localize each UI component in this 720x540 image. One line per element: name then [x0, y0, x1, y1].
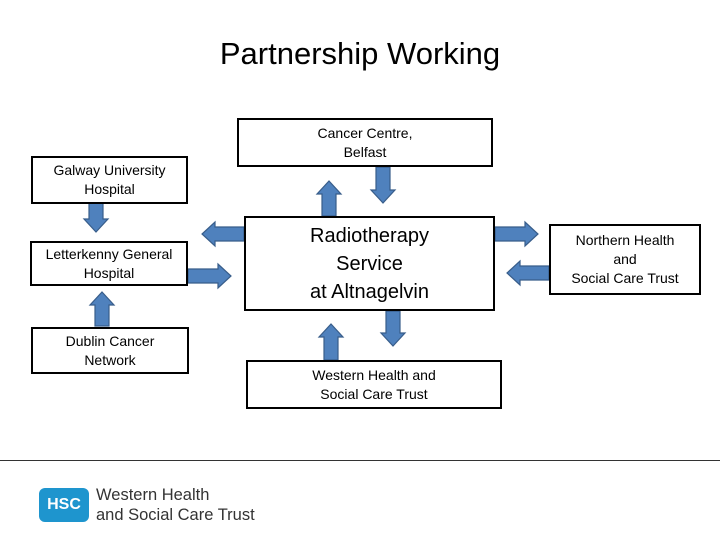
arrow-letterkenny-to-center	[187, 262, 232, 290]
arrow-cancer-centre-to-center	[369, 166, 397, 204]
node-radiotherapy-service: Radiotherapy Service at Altnagelvin	[244, 216, 495, 311]
arrow-center-to-cancer-centre	[315, 180, 343, 217]
arrow-northern-to-center	[506, 259, 550, 287]
arrow-center-to-western	[379, 310, 407, 347]
arrow-center-to-letterkenny-side	[201, 220, 245, 248]
node-western-health-trust: Western Health and Social Care Trust	[246, 360, 502, 409]
slide-title: Partnership Working	[219, 36, 501, 71]
connector-arrows	[82, 166, 550, 361]
hsc-logo-text: HSC	[47, 496, 81, 513]
hsc-logo: HSC	[39, 488, 89, 522]
arrow-center-to-northern	[494, 220, 539, 248]
node-cancer-centre-belfast: Cancer Centre, Belfast	[237, 118, 493, 167]
node-dublin-cancer-network: Dublin Cancer Network	[31, 327, 189, 374]
node-letterkenny-general-hospital: Letterkenny General Hospital	[30, 241, 188, 286]
arrow-western-to-center	[317, 323, 345, 361]
arrow-dublin-to-letterkenny	[88, 291, 116, 327]
node-northern-health-trust: Northern Health and Social Care Trust	[549, 224, 701, 295]
footer-bar: HSC Western Health and Social Care Trust	[0, 460, 720, 540]
node-galway-university-hospital: Galway University Hospital	[31, 156, 188, 204]
organisation-name: Western Health and Social Care Trust	[96, 486, 255, 524]
